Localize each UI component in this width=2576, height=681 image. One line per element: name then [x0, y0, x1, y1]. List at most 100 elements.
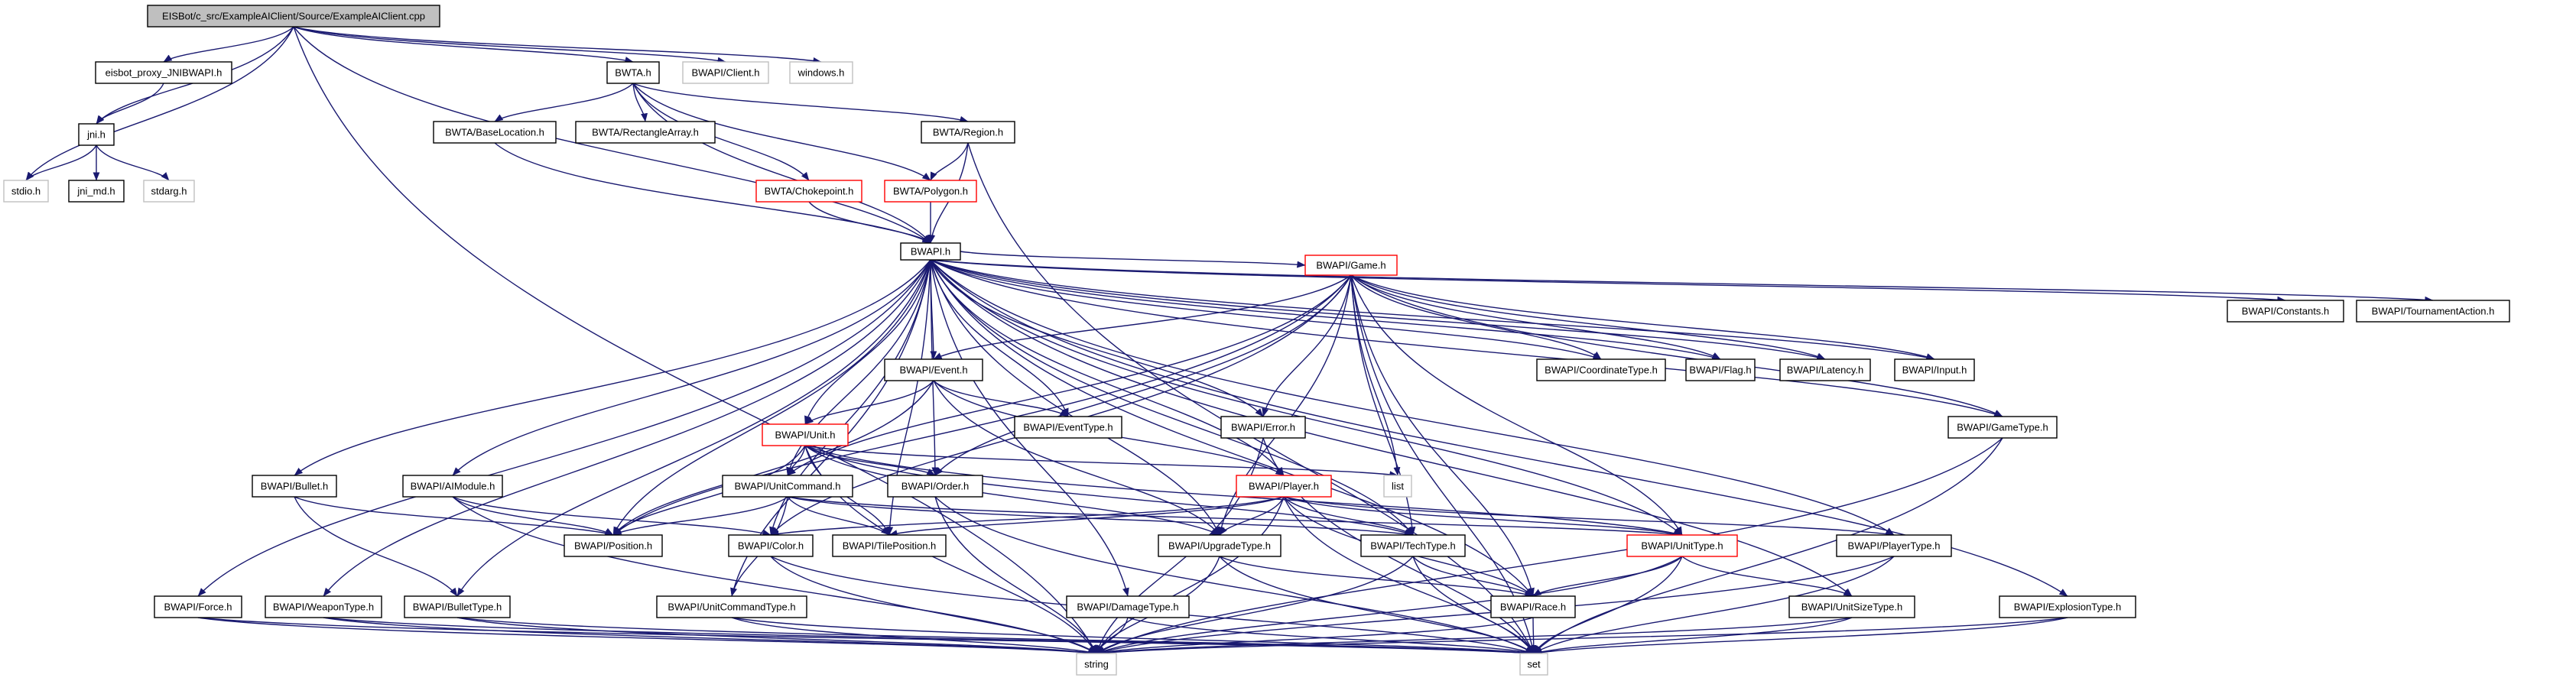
node-stdarg[interactable]: stdarg.h	[143, 180, 195, 203]
node-label: BWAPI/AIModule.h	[411, 481, 495, 492]
node-box	[755, 180, 862, 203]
node-box	[1779, 358, 1871, 381]
edge-bwta-to-choke	[632, 83, 810, 181]
edge-bwapi-to-tournament	[930, 259, 2434, 303]
node-game[interactable]: BWAPI/Game.h	[1304, 255, 1398, 276]
node-event[interactable]: BWAPI/Event.h	[884, 358, 983, 381]
node-eisbot_proxy[interactable]: eisbot_proxy_JNIBWAPI.h	[95, 61, 232, 84]
node-flag[interactable]: BWAPI/Flag.h	[1685, 358, 1756, 381]
node-race[interactable]: BWAPI/Race.h	[1490, 595, 1576, 618]
node-baseloc[interactable]: BWTA/BaseLocation.h	[433, 121, 557, 144]
edge-game-to-latency	[1350, 274, 1826, 360]
node-latency[interactable]: BWAPI/Latency.h	[1779, 358, 1871, 381]
node-label: BWAPI/UnitSizeType.h	[1801, 602, 1902, 613]
node-tournament[interactable]: BWAPI/TournamentAction.h	[2356, 300, 2510, 323]
edge-unitsizetype-to-string	[1096, 617, 1853, 657]
node-box	[921, 121, 1015, 144]
node-jni_md[interactable]: jni_md.h	[68, 180, 125, 203]
node-client[interactable]: BWAPI/Client.h	[682, 61, 769, 84]
node-stdio[interactable]: stdio.h	[3, 180, 49, 203]
node-position[interactable]: BWAPI/Position.h	[564, 534, 663, 557]
edge-bwta-to-polygon	[632, 83, 931, 181]
node-label: stdio.h	[11, 186, 41, 197]
edge-aimodule-to-position	[452, 496, 614, 536]
node-constants[interactable]: BWAPI/Constants.h	[2227, 300, 2344, 323]
node-polygon[interactable]: BWTA/Polygon.h	[884, 180, 977, 203]
node-force[interactable]: BWAPI/Force.h	[154, 595, 242, 618]
node-box	[884, 358, 983, 381]
node-label: BWAPI/Force.h	[164, 602, 232, 613]
node-box	[884, 180, 977, 203]
node-label: BWAPI/GameType.h	[1957, 422, 2048, 433]
edge-player-to-set	[1283, 496, 1535, 654]
node-label: BWAPI/Error.h	[1231, 422, 1295, 433]
edge-game-to-race	[1350, 274, 1535, 597]
node-input[interactable]: BWAPI/Input.h	[1894, 358, 1975, 381]
edge-unit-to-list	[804, 445, 1398, 478]
node-list[interactable]: list	[1383, 475, 1412, 498]
node-box	[1626, 534, 1738, 557]
node-box	[265, 595, 382, 618]
edge-bwapi-to-player	[930, 259, 1285, 476]
edge-bwapi-to-unittype	[930, 259, 1683, 536]
edge-unit-to-order	[804, 445, 936, 476]
edge-unittype-to-unitsizetype	[1681, 556, 1853, 597]
node-region[interactable]: BWTA/Region.h	[921, 121, 1015, 144]
edge-unitsizetype-to-set	[1533, 617, 1853, 655]
edge-bwapi-to-position	[612, 259, 931, 536]
edge-aimodule-to-color	[452, 496, 772, 537]
node-weapontype[interactable]: BWAPI/WeaponType.h	[265, 595, 382, 618]
node-choke[interactable]: BWTA/Chokepoint.h	[755, 180, 862, 203]
node-playertype[interactable]: BWAPI/PlayerType.h	[1836, 534, 1952, 557]
edge-race-to-string	[1096, 617, 1534, 656]
node-tileposition[interactable]: BWAPI/TilePosition.h	[832, 534, 947, 557]
node-gametype[interactable]: BWAPI/GameType.h	[1947, 416, 2058, 439]
node-error[interactable]: BWAPI/Error.h	[1220, 416, 1306, 439]
node-aimodule[interactable]: BWAPI/AIModule.h	[402, 475, 503, 498]
node-unittype[interactable]: BWAPI/UnitType.h	[1626, 534, 1738, 557]
node-string[interactable]: string	[1076, 653, 1117, 676]
edge-playertype-to-set	[1533, 556, 1895, 654]
node-unitcmdtype[interactable]: BWAPI/UnitCommandType.h	[656, 595, 807, 618]
node-unitsizetype[interactable]: BWAPI/UnitSizeType.h	[1788, 595, 1915, 618]
node-set[interactable]: set	[1519, 653, 1548, 676]
node-explosiontype[interactable]: BWAPI/ExplosionType.h	[1999, 595, 2136, 618]
node-bwta[interactable]: BWTA.h	[606, 61, 660, 84]
node-box	[78, 123, 115, 146]
node-box	[564, 534, 663, 557]
node-label: BWAPI/Latency.h	[1787, 365, 1863, 376]
node-unitcommand[interactable]: BWAPI/UnitCommand.h	[722, 475, 853, 498]
node-damagetype[interactable]: BWAPI/DamageType.h	[1066, 595, 1190, 618]
node-bullettype[interactable]: BWAPI/BulletType.h	[404, 595, 511, 618]
node-box	[404, 595, 511, 618]
edge-bullettype-to-set	[456, 617, 1535, 657]
node-windows[interactable]: windows.h	[789, 61, 853, 84]
edge-bwapi-to-unit	[804, 259, 931, 425]
edge-player-to-techtype	[1283, 496, 1414, 536]
node-box	[1236, 475, 1332, 498]
node-coordtype[interactable]: BWAPI/CoordinateType.h	[1536, 358, 1666, 381]
edge-unit-to-upgradetype	[804, 445, 1220, 536]
node-bwapi[interactable]: BWAPI.h	[900, 242, 961, 261]
node-upgradetype[interactable]: BWAPI/UpgradeType.h	[1158, 534, 1282, 557]
node-bullet[interactable]: BWAPI/Bullet.h	[252, 475, 337, 498]
node-rectarr[interactable]: BWTA/RectangleArray.h	[575, 121, 716, 144]
edge-unitcommand-to-techtype	[787, 496, 1414, 537]
node-color[interactable]: BWAPI/Color.h	[728, 534, 814, 557]
edge-bwapi-to-explosiontype	[930, 259, 2068, 597]
node-player[interactable]: BWAPI/Player.h	[1236, 475, 1332, 498]
node-order[interactable]: BWAPI/Order.h	[887, 475, 983, 498]
node-jni[interactable]: jni.h	[78, 123, 115, 146]
node-label: BWAPI/UpgradeType.h	[1168, 540, 1271, 552]
node-eventtype[interactable]: BWAPI/EventType.h	[1014, 416, 1122, 439]
node-root[interactable]: EISBot/c_src/ExampleAIClient/Source/Exam…	[147, 5, 440, 28]
edge-bwapi-to-bullet	[294, 259, 931, 476]
edge-explosiontype-to-string	[1096, 617, 2068, 657]
node-box	[1383, 475, 1412, 498]
node-label: BWTA/RectangleArray.h	[592, 127, 699, 138]
edge-techtype-to-set	[1412, 556, 1535, 654]
node-unit[interactable]: BWAPI/Unit.h	[762, 423, 849, 446]
node-label: BWAPI/UnitCommandType.h	[668, 602, 795, 613]
node-techtype[interactable]: BWAPI/TechType.h	[1360, 534, 1466, 557]
edge-bwapi-to-bullettype	[456, 259, 931, 597]
